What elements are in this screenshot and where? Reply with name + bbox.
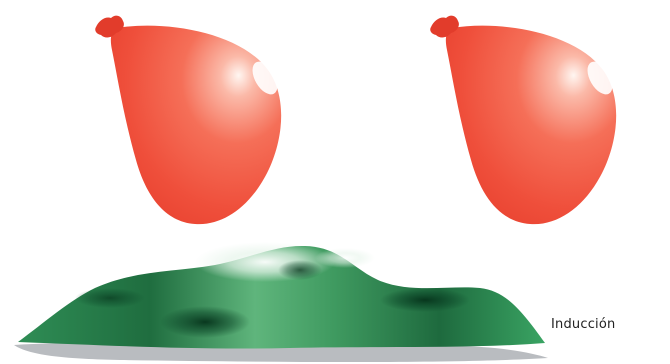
- sheet-dark-right: [380, 288, 470, 312]
- balloon-left-body: [111, 26, 281, 225]
- balloon-right-body: [446, 26, 616, 225]
- sheet-dark-center: [160, 306, 250, 338]
- sheet-dark-ridge: [278, 260, 322, 280]
- sheet-highlight-ridge: [315, 248, 375, 268]
- sheet-dark-left: [75, 288, 145, 308]
- charged-sheet: [14, 242, 548, 362]
- balloon-right: [430, 16, 617, 225]
- balloon-left: [95, 16, 282, 225]
- induction-label: Inducción: [551, 317, 615, 332]
